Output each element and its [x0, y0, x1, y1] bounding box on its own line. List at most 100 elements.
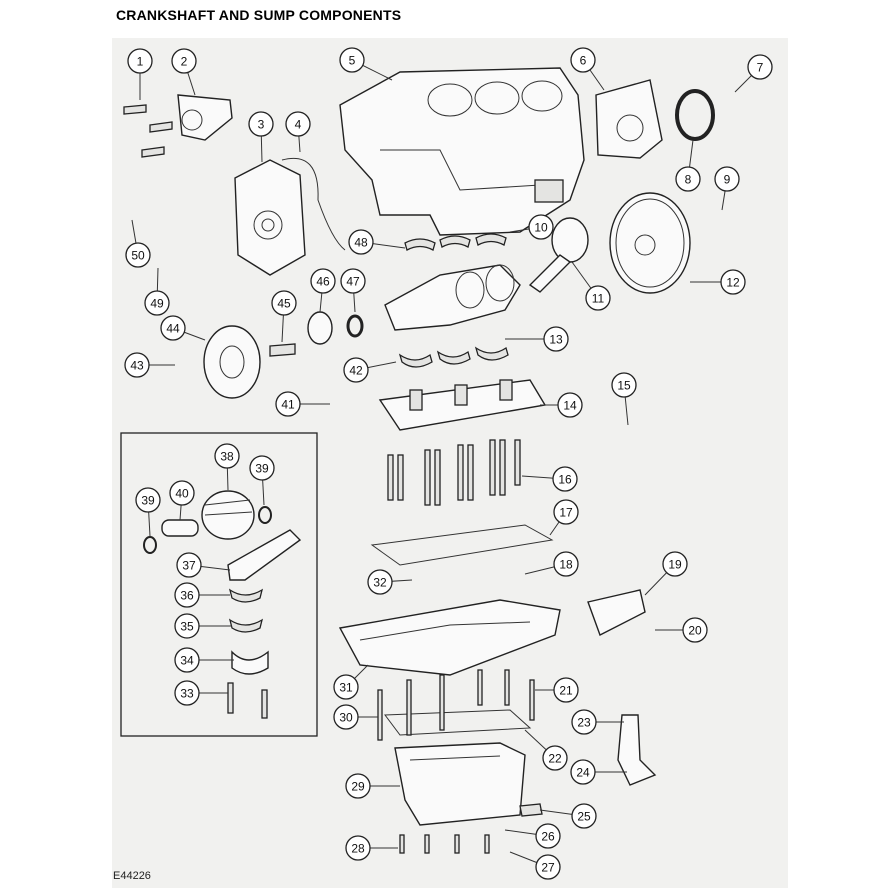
callout-number: 28 — [351, 842, 365, 856]
main-bearing-caps-part — [378, 379, 547, 431]
callout-number: 1 — [137, 55, 144, 69]
upper-sump-gasket-part — [370, 524, 554, 566]
callout-number: 50 — [131, 249, 145, 263]
crankshaft-part — [384, 264, 521, 331]
callout-number: 25 — [577, 810, 591, 824]
callout-number: 21 — [559, 684, 573, 698]
callout-1: 1 — [127, 48, 153, 74]
callout-circle — [557, 392, 583, 418]
callout-24: 24 — [570, 759, 596, 785]
callout-number: 29 — [351, 780, 365, 794]
callout-number: 47 — [346, 275, 360, 289]
callout-16: 16 — [552, 466, 578, 492]
callout-13: 13 — [543, 326, 569, 352]
callout-number: 41 — [281, 398, 295, 412]
inset-rod-bolt-right-part — [261, 689, 268, 719]
callout-circle — [125, 242, 151, 268]
lower-sump-gasket-part — [384, 709, 532, 736]
callout-number: 11 — [592, 292, 605, 306]
inset-piston-part — [201, 490, 255, 540]
callout-23: 23 — [571, 709, 597, 735]
callout-number: 6 — [580, 54, 587, 68]
engine-mount-bracket-part — [177, 94, 233, 141]
callout-circle — [248, 111, 274, 137]
callout-31: 31 — [333, 674, 359, 700]
callout-circle — [275, 391, 301, 417]
callout-17: 17 — [553, 499, 579, 525]
callout-43: 43 — [124, 352, 150, 378]
callout-10: 10 — [528, 214, 554, 240]
callout-circle — [285, 111, 311, 137]
callout-circle — [339, 47, 365, 73]
callout-circle — [720, 269, 746, 295]
callout-number: 43 — [130, 359, 144, 373]
mount-bolts-part — [123, 104, 173, 158]
callout-21: 21 — [553, 677, 579, 703]
callout-circle — [176, 552, 202, 578]
callout-39: 39 — [135, 487, 161, 513]
callout-circle — [553, 499, 579, 525]
callout-number: 2 — [181, 55, 188, 69]
callout-2: 2 — [171, 48, 197, 74]
callout-circle — [127, 48, 153, 74]
callout-circle — [174, 680, 200, 706]
callout-number: 16 — [558, 473, 572, 487]
callout-circle — [343, 357, 369, 383]
callout-8: 8 — [675, 166, 701, 192]
callout-number: 35 — [180, 620, 194, 634]
callout-circle — [571, 709, 597, 735]
callout-45: 45 — [271, 290, 297, 316]
callout-circle — [662, 551, 688, 577]
callout-circle — [160, 315, 186, 341]
main-cap-bolts-part — [387, 439, 521, 506]
callout-5: 5 — [339, 47, 365, 73]
inset-circlip-right-part — [258, 506, 272, 524]
drain-plug-part — [519, 803, 543, 817]
callout-30: 30 — [333, 704, 359, 730]
callout-circle — [611, 372, 637, 398]
sump-bolts-part — [377, 669, 535, 741]
callout-number: 46 — [316, 275, 330, 289]
callout-number: 8 — [685, 173, 692, 187]
callout-20: 20 — [682, 617, 708, 643]
callout-number: 34 — [180, 654, 194, 668]
callout-37: 37 — [176, 552, 202, 578]
callout-7: 7 — [747, 54, 773, 80]
callout-circle — [340, 268, 366, 294]
callout-number: 30 — [339, 711, 353, 725]
inset-gudgeon-pin-part — [161, 519, 199, 537]
callout-19: 19 — [662, 551, 688, 577]
lower-oil-pan-part — [394, 742, 526, 826]
callout-26: 26 — [535, 823, 561, 849]
callout-32: 32 — [367, 569, 393, 595]
callout-number: 49 — [150, 297, 164, 311]
callout-42: 42 — [343, 357, 369, 383]
callout-22: 22 — [542, 745, 568, 771]
callout-circle — [348, 229, 374, 255]
callout-circle — [124, 352, 150, 378]
callout-49: 49 — [144, 290, 170, 316]
callout-number: 7 — [757, 61, 764, 75]
inset-rod-bearing-lower-part — [228, 618, 264, 633]
callout-3: 3 — [248, 111, 274, 137]
callout-12: 12 — [720, 269, 746, 295]
oil-pickup-part — [617, 714, 657, 786]
callout-number: 39 — [141, 494, 155, 508]
callout-circle — [249, 455, 275, 481]
reference-number: E44226 — [113, 870, 151, 882]
flexplate-part — [609, 192, 691, 294]
callout-number: 13 — [549, 333, 563, 347]
callout-circle — [345, 835, 371, 861]
callout-number: 38 — [220, 450, 234, 464]
lower-sump-bolts-part — [399, 834, 490, 854]
callout-circle — [144, 290, 170, 316]
callout-40: 40 — [169, 480, 195, 506]
callout-circle — [333, 674, 359, 700]
callout-number: 17 — [559, 506, 573, 520]
callout-number: 45 — [277, 297, 291, 311]
pulley-bolt-part — [269, 343, 296, 357]
callout-circle — [542, 745, 568, 771]
callout-number: 40 — [175, 487, 189, 501]
callout-number: 10 — [534, 221, 548, 235]
